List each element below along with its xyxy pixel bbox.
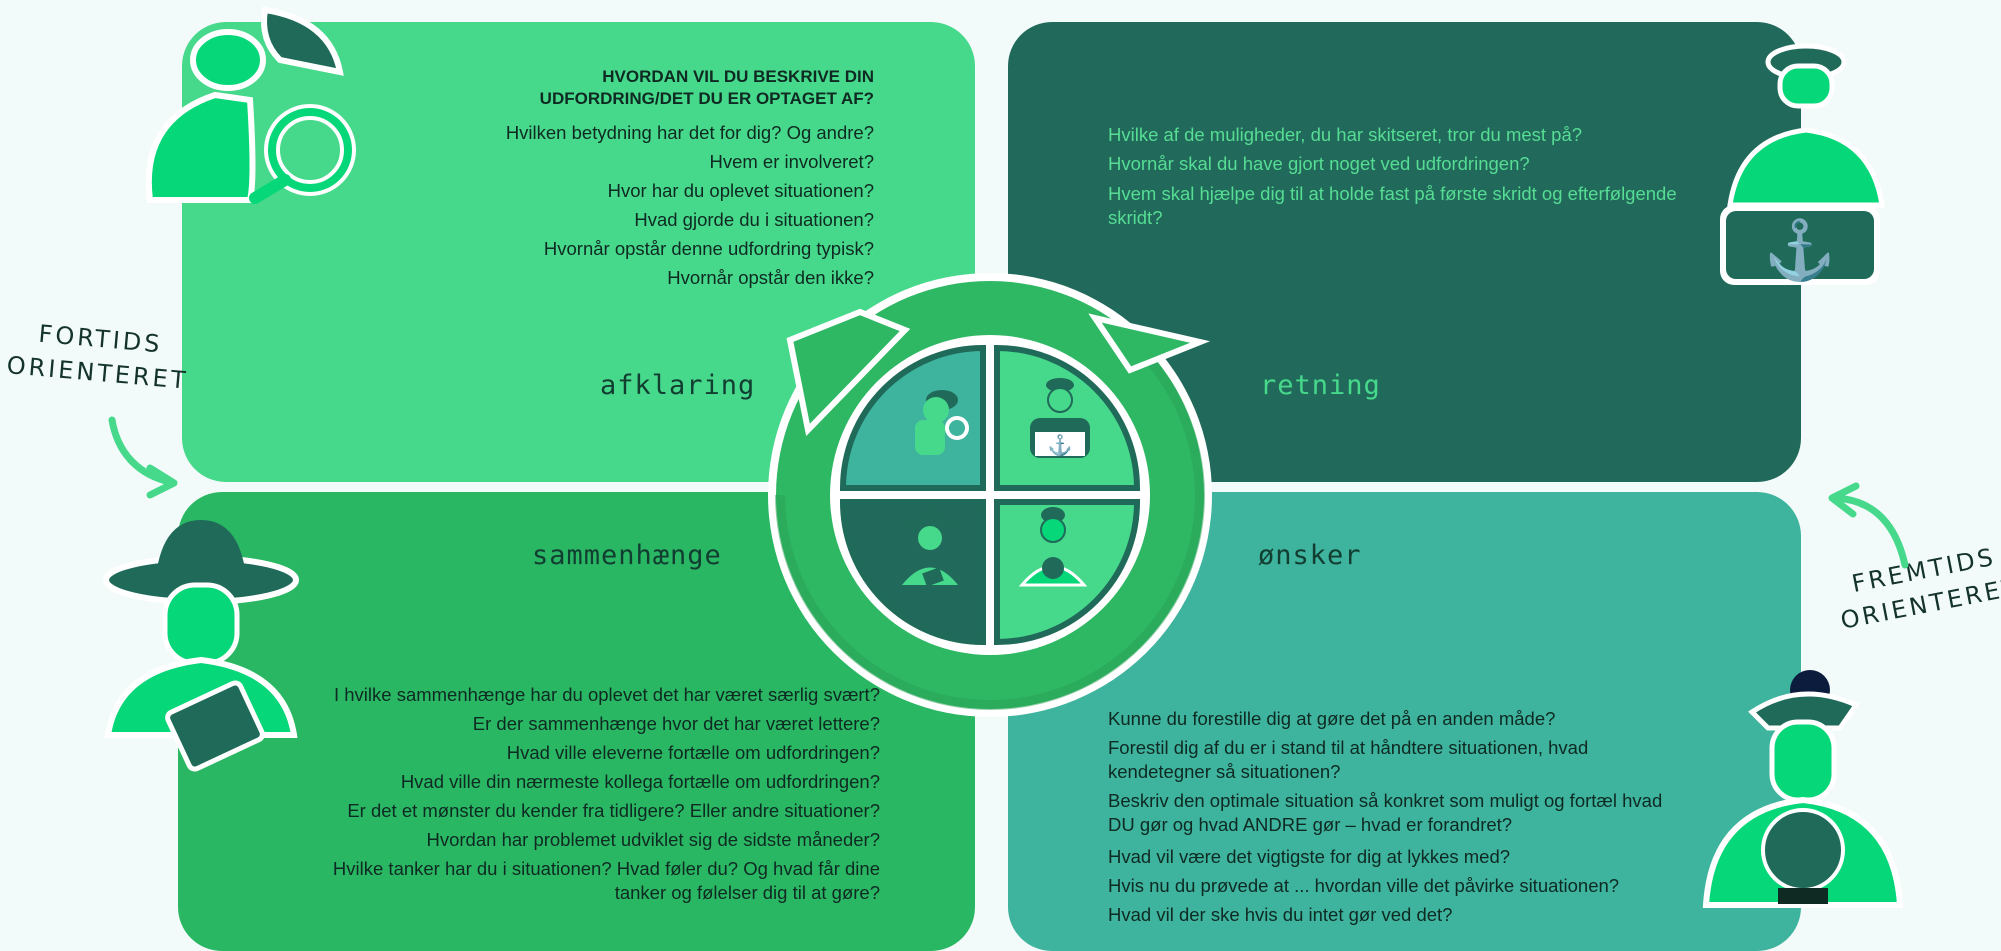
question: Hvem er involveret? [709,151,874,172]
question: tanker og følelser dig til at gøre? [614,882,880,903]
question: Hvad gjorde du i situationen? [634,209,874,230]
sammenhaenge-label: sammenhænge [532,540,722,571]
question: Hvornår opstår den ikke? [667,267,874,288]
question: Forestil dig af du er i stand til at hån… [1108,737,1589,758]
question: Hvornår opstår denne udfordring typisk? [543,238,874,259]
mini-explorer-icon [902,508,958,587]
question: skridt? [1108,207,1163,228]
retning-label: retning [1260,370,1381,401]
svg-text:⚓: ⚓ [1048,433,1073,457]
question: Beskriv den optimale situation så konkre… [1108,790,1663,811]
mini-captain-icon: ⚓ [1030,378,1090,458]
question: Er det et mønster du kender fra tidliger… [347,800,880,821]
question: I hvilke sammenhænge har du oplevet det … [333,684,880,705]
question: Hvilke af de muligheder, du har skitsere… [1108,124,1583,145]
question: Hvornår skal du have gjort noget ved udf… [1108,153,1530,174]
question: Hvilken betydning har det for dig? Og an… [505,122,874,143]
detective-icon [145,6,356,204]
question: Hvad ville din nærmeste kollega fortælle… [400,771,880,792]
afklaring-heading-line: UDFORDRING/DET DU ER OPTAGET AF? [539,89,874,108]
question: Hvad vil der ske hvis du intet gør ved d… [1108,904,1453,925]
question: Hvem skal hjælpe dig til at holde fast p… [1108,183,1677,204]
left-curved-arrow-icon [108,416,178,499]
onsker-label: ønsker [1258,540,1362,571]
sammenhaenge-questions: I hvilke sammenhænge har du oplevet det … [333,680,880,905]
question: Kunne du forestille dig at gøre det på e… [1108,708,1556,729]
afklaring-label: afklaring [600,370,756,401]
question: Hvis nu du prøvede at ... hvordan ville … [1108,875,1620,896]
question: Hvilke tanker har du i situationen? Hvad… [332,858,880,879]
right-curved-arrow-icon [1828,482,1909,569]
question: Er der sammenhænge hvor det har været le… [472,713,880,734]
question: Hvad ville eleverne fortælle om udfordri… [506,742,880,763]
onsker-questions: Kunne du forestille dig at gøre det på e… [1108,704,1662,929]
question: Hvor har du oplevet situationen? [607,180,874,201]
fortune-teller-icon [1702,670,1904,908]
question: DU gør og hvad ANDRE gør – hvad er foran… [1108,814,1513,835]
mini-detective-icon [915,390,969,455]
afklaring-heading-line: HVORDAN VIL DU BESKRIVE DIN [602,67,874,86]
question: Hvordan har problemet udviklet sig de si… [426,829,881,850]
question: kendetegner så situationen? [1108,761,1341,782]
question: Hvad vil være det vigtigste for dig at l… [1108,846,1511,867]
captain-icon: ⚓ [1720,43,1885,285]
afklaring-questions: HVORDAN VIL DU BESKRIVE DIN UDFORDRING/D… [506,66,874,292]
explorer-icon [103,520,299,772]
afklaring-heading: HVORDAN VIL DU BESKRIVE DIN UDFORDRING/D… [506,66,874,110]
retning-questions: Hvilke af de muligheder, du har skitsere… [1108,120,1677,230]
svg-text:⚓: ⚓ [1764,217,1836,283]
mini-fortune-teller-icon [1018,507,1088,587]
